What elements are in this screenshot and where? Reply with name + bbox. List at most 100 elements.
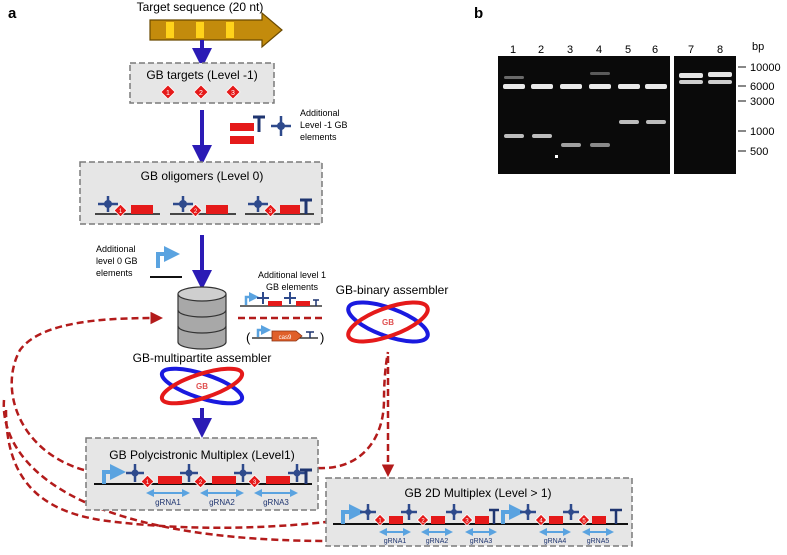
md-number-1: 1 [378,519,382,525]
md-grna-4: gRNA4 [544,538,567,545]
lane-label-8: 8 [717,44,723,56]
binary-plasmid-label: GB [382,318,394,327]
gel-speck [555,155,558,158]
md-number-2: 2 [421,519,425,525]
lane-label-3: 3 [567,44,573,56]
additional-level-minus1-line2: Level -1 GB [300,120,348,130]
md-unit-4 [520,504,563,527]
multipartite-assembler-label: GB-multipartite assembler [133,351,272,365]
md-number-markers: 1 2 3 4 5 [378,519,586,525]
band-1b [504,134,524,138]
cas9-part: ( ) [246,325,324,345]
md-unit-5 [563,504,622,527]
band-4-faint [590,72,610,75]
promoter-icon [150,246,182,278]
ladder-1000: 1000 [750,126,774,138]
lane-label-1: 1 [510,44,516,56]
panel-a-letter: a [8,5,17,22]
target-number-3: 3 [231,90,235,97]
md-number-3: 3 [465,519,469,525]
polycistronic-construct [94,464,312,497]
gb-oligomers-label: GB oligomers (Level 0) [141,169,264,183]
gel-bands [503,72,732,158]
band-1-faint [504,76,524,79]
level1-part-row [240,292,322,307]
lane-label-2: 2 [538,44,544,56]
lane-label-4: 4 [596,44,602,56]
poly-grna-1: gRNA1 [155,498,181,507]
polycistronic-label: GB Polycistronic Multiplex (Level1) [109,448,294,462]
target-diamond-1 [160,84,176,100]
band-8b [708,80,732,84]
target-sequence-label: Target sequence (20 nt) [137,0,264,14]
binary-plasmid-icon [346,300,430,344]
lane-label-6: 6 [652,44,658,56]
ladder-10000: 10000 [750,62,781,74]
level-minus1-parts [230,115,291,144]
additional-level-minus1-line1: Additional [300,108,340,118]
band-3b [561,143,581,147]
lane-label-7: 7 [688,44,694,56]
band-5b [619,120,639,124]
binary-assembler-label: GB-binary assembler [336,283,449,297]
md-number-5: 5 [582,519,586,525]
oligomer-2 [170,196,236,218]
target-diamond-3 [225,84,241,100]
oligo-number-markers: 1 2 3 [119,209,273,215]
band-4b [590,143,610,147]
dashed-loop-outer [4,409,327,529]
poly-unit-2 [180,464,236,489]
bp-unit-label: bp [752,41,764,53]
dashed-loop-bottom [2,399,327,543]
md-unit-1 [360,504,403,527]
band-7b [679,80,703,84]
dashed-polycistronic-to-binary [317,351,390,470]
md-unit-2 [401,504,445,527]
band-6b [646,120,666,124]
md-grna-2: gRNA2 [426,538,449,545]
additional-level1-line1: Additional level 1 [258,270,326,280]
band-2b [532,134,552,138]
multipartite-plasmid-icon [159,366,245,406]
target-sequence-arrow [149,11,283,49]
dashed-feedback-arrow [10,311,163,472]
gb-targets-label: GB targets (Level -1) [146,68,257,82]
poly-number-1: 1 [146,480,150,486]
multiplex-2d-label: GB 2D Multiplex (Level > 1) [404,486,551,500]
target-number-2: 2 [199,90,203,97]
additional-level1-line2: GB elements [266,282,319,292]
multipartite-plasmid-label: GB [196,382,208,391]
md-unit-3 [446,504,499,527]
additional-level0-line1: Additional [96,244,136,254]
svg-text:(: ( [246,330,251,345]
md-grna-1: gRNA1 [384,538,407,545]
multiplex-2d-construct [333,504,628,536]
oligo-number-3: 3 [269,209,273,215]
target-diamond-2 [193,84,209,100]
size-ladder [738,66,746,152]
md-grna-5: gRNA5 [587,538,610,545]
md-number-4: 4 [539,519,543,525]
md-grna-3: gRNA3 [470,538,493,545]
poly-grna-3: gRNA3 [263,498,289,507]
band-3a [560,84,582,89]
poly-number-3: 3 [253,480,257,486]
lane-label-5: 5 [625,44,631,56]
additional-level0-line2: level 0 GB [96,256,138,266]
poly-number-markers: 1 2 3 [146,480,257,486]
additional-level-minus1-line3: elements [300,132,337,142]
band-7a [679,73,703,78]
gel-image-left [498,56,670,174]
additional-level0-line3: elements [96,268,133,278]
target-number-1: 1 [166,90,170,97]
oligomer-3 [245,196,314,218]
oligo-number-2: 2 [194,209,198,215]
database-icon [177,286,227,350]
ladder-6000: 6000 [750,81,774,93]
ladder-3000: 3000 [750,96,774,108]
svg-text:): ) [320,330,324,345]
band-6a [645,84,667,89]
band-4a [589,84,611,89]
